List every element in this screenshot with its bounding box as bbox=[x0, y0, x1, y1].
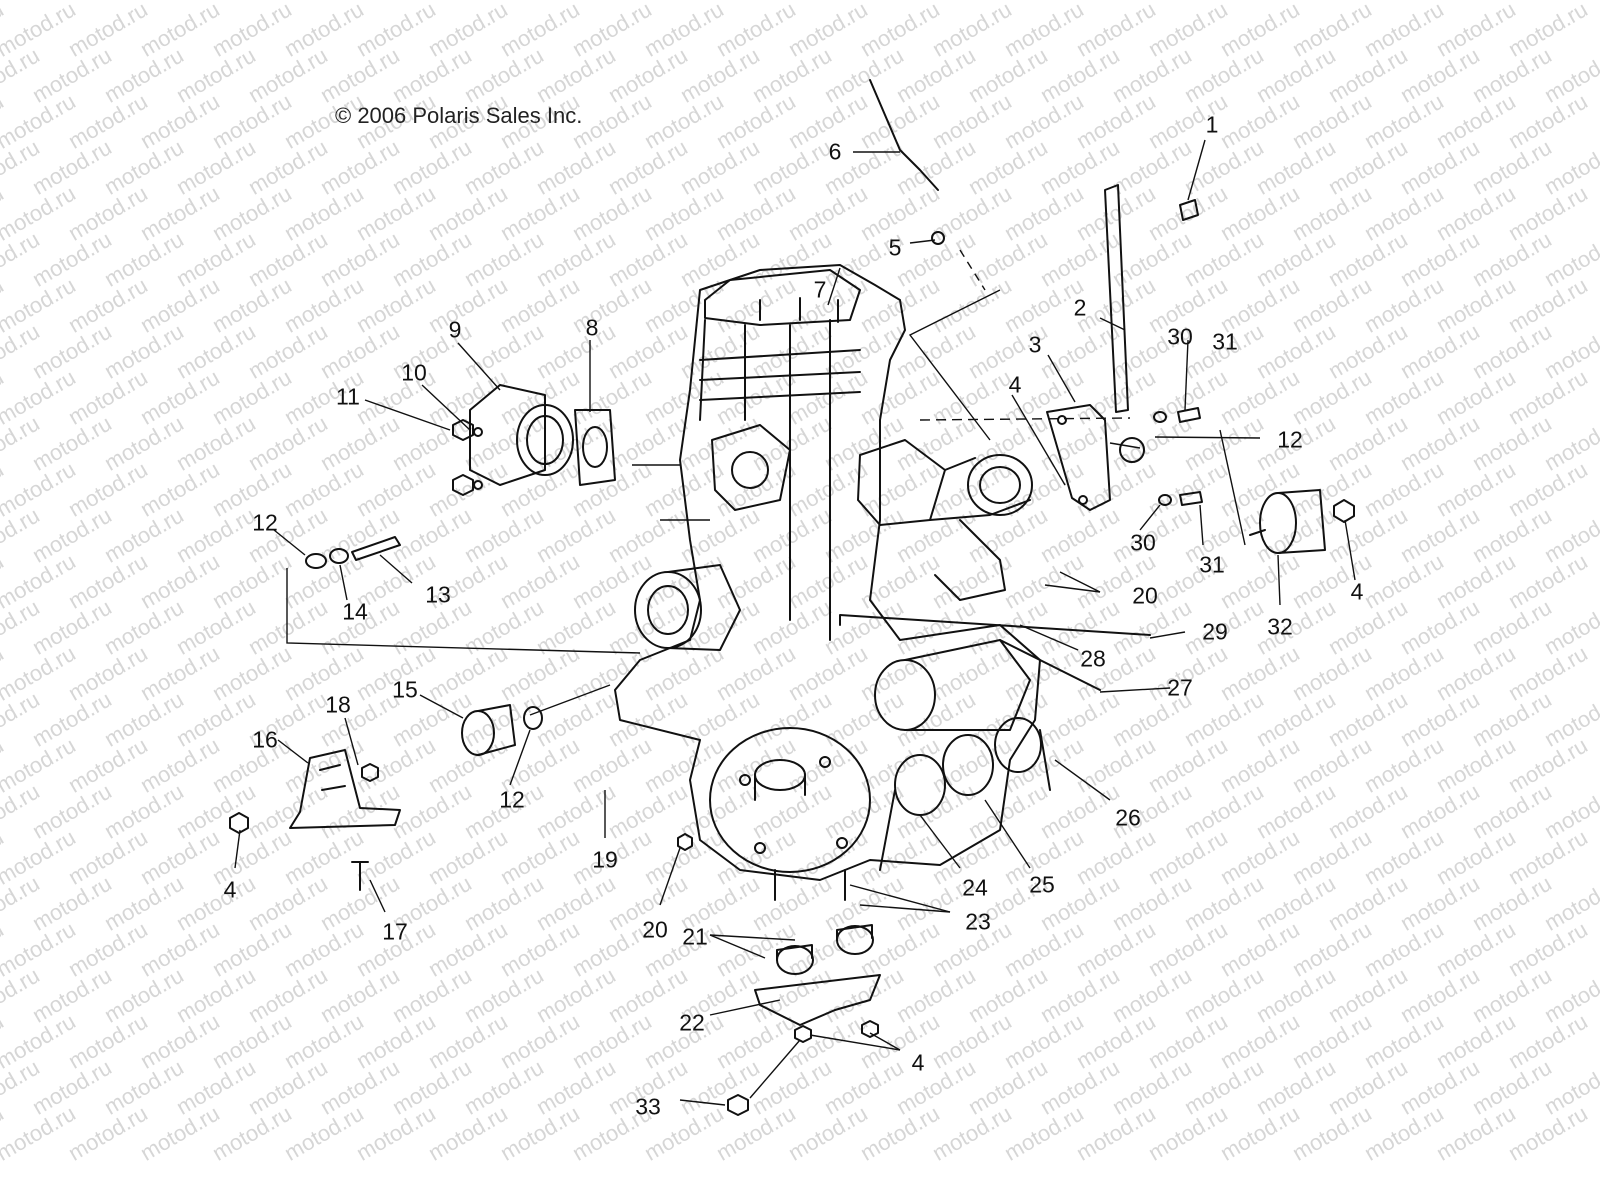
callout-label: 4 bbox=[1008, 371, 1022, 398]
callout-label: 19 bbox=[592, 846, 618, 873]
callout-label: 30 bbox=[1167, 323, 1193, 350]
callout-label: 8 bbox=[585, 314, 599, 341]
part-3-bracket bbox=[1046, 404, 1111, 511]
callout-label: 22 bbox=[679, 1009, 705, 1036]
callout-label: 33 bbox=[635, 1093, 661, 1120]
callout-label: 4 bbox=[911, 1049, 925, 1076]
part-16-bracket bbox=[289, 749, 401, 829]
callout-label: 14 bbox=[342, 598, 368, 625]
callout-label: 12 bbox=[252, 509, 278, 536]
oil-filter bbox=[634, 564, 741, 651]
part-9-elbow bbox=[469, 384, 574, 486]
callout-label: 10 bbox=[401, 359, 427, 386]
part-8-gasket bbox=[574, 409, 616, 486]
callout-label: 5 bbox=[888, 234, 902, 261]
callout-label: 31 bbox=[1199, 551, 1225, 578]
lower-mounts bbox=[754, 924, 881, 1026]
callout-label: 27 bbox=[1167, 674, 1193, 701]
callout-label: 31 bbox=[1212, 328, 1238, 355]
callout-label: 13 bbox=[425, 581, 451, 608]
engine-block bbox=[614, 264, 1041, 881]
callout-label: 6 bbox=[828, 138, 842, 165]
ducts bbox=[879, 717, 1051, 871]
callout-label: 26 bbox=[1115, 804, 1141, 831]
callout-label: 12 bbox=[1277, 426, 1303, 453]
callout-label: 28 bbox=[1080, 645, 1106, 672]
copyright-notice: © 2006 Polaris Sales Inc. bbox=[335, 103, 583, 128]
callout-label: 16 bbox=[252, 726, 278, 753]
callout-label: 3 bbox=[1028, 331, 1042, 358]
valve-cover bbox=[704, 269, 861, 326]
callout-label: 21 bbox=[682, 923, 708, 950]
starter-motor bbox=[874, 639, 1031, 731]
callout-label: 1 bbox=[1205, 111, 1219, 138]
callout-label: 30 bbox=[1130, 529, 1156, 556]
callout-label: 20 bbox=[1132, 582, 1158, 609]
callout-label: 18 bbox=[325, 691, 351, 718]
callout-label: 11 bbox=[336, 383, 360, 410]
callout-label: 23 bbox=[965, 908, 991, 935]
leader-lines bbox=[234, 139, 1356, 1106]
callout-label: 9 bbox=[448, 316, 462, 343]
carburetor bbox=[857, 439, 1033, 601]
callout-label: 7 bbox=[813, 276, 827, 303]
part-15-mount bbox=[461, 704, 543, 756]
callout-label: 25 bbox=[1029, 871, 1055, 898]
part-32-mount bbox=[1249, 489, 1326, 554]
callout-label: 32 bbox=[1267, 613, 1293, 640]
callout-label: 29 bbox=[1202, 618, 1228, 645]
callout-label: 15 bbox=[392, 676, 418, 703]
callout-label: 2 bbox=[1073, 294, 1087, 321]
callout-label: 12 bbox=[499, 786, 525, 813]
thermostat-housing bbox=[711, 424, 791, 511]
clutch-cover bbox=[709, 727, 871, 873]
callout-label: 4 bbox=[223, 876, 237, 903]
callout-label: 20 bbox=[642, 916, 668, 943]
callout-label: 17 bbox=[382, 918, 408, 945]
callout-label: 24 bbox=[962, 874, 988, 901]
callout-label: 4 bbox=[1350, 578, 1364, 605]
